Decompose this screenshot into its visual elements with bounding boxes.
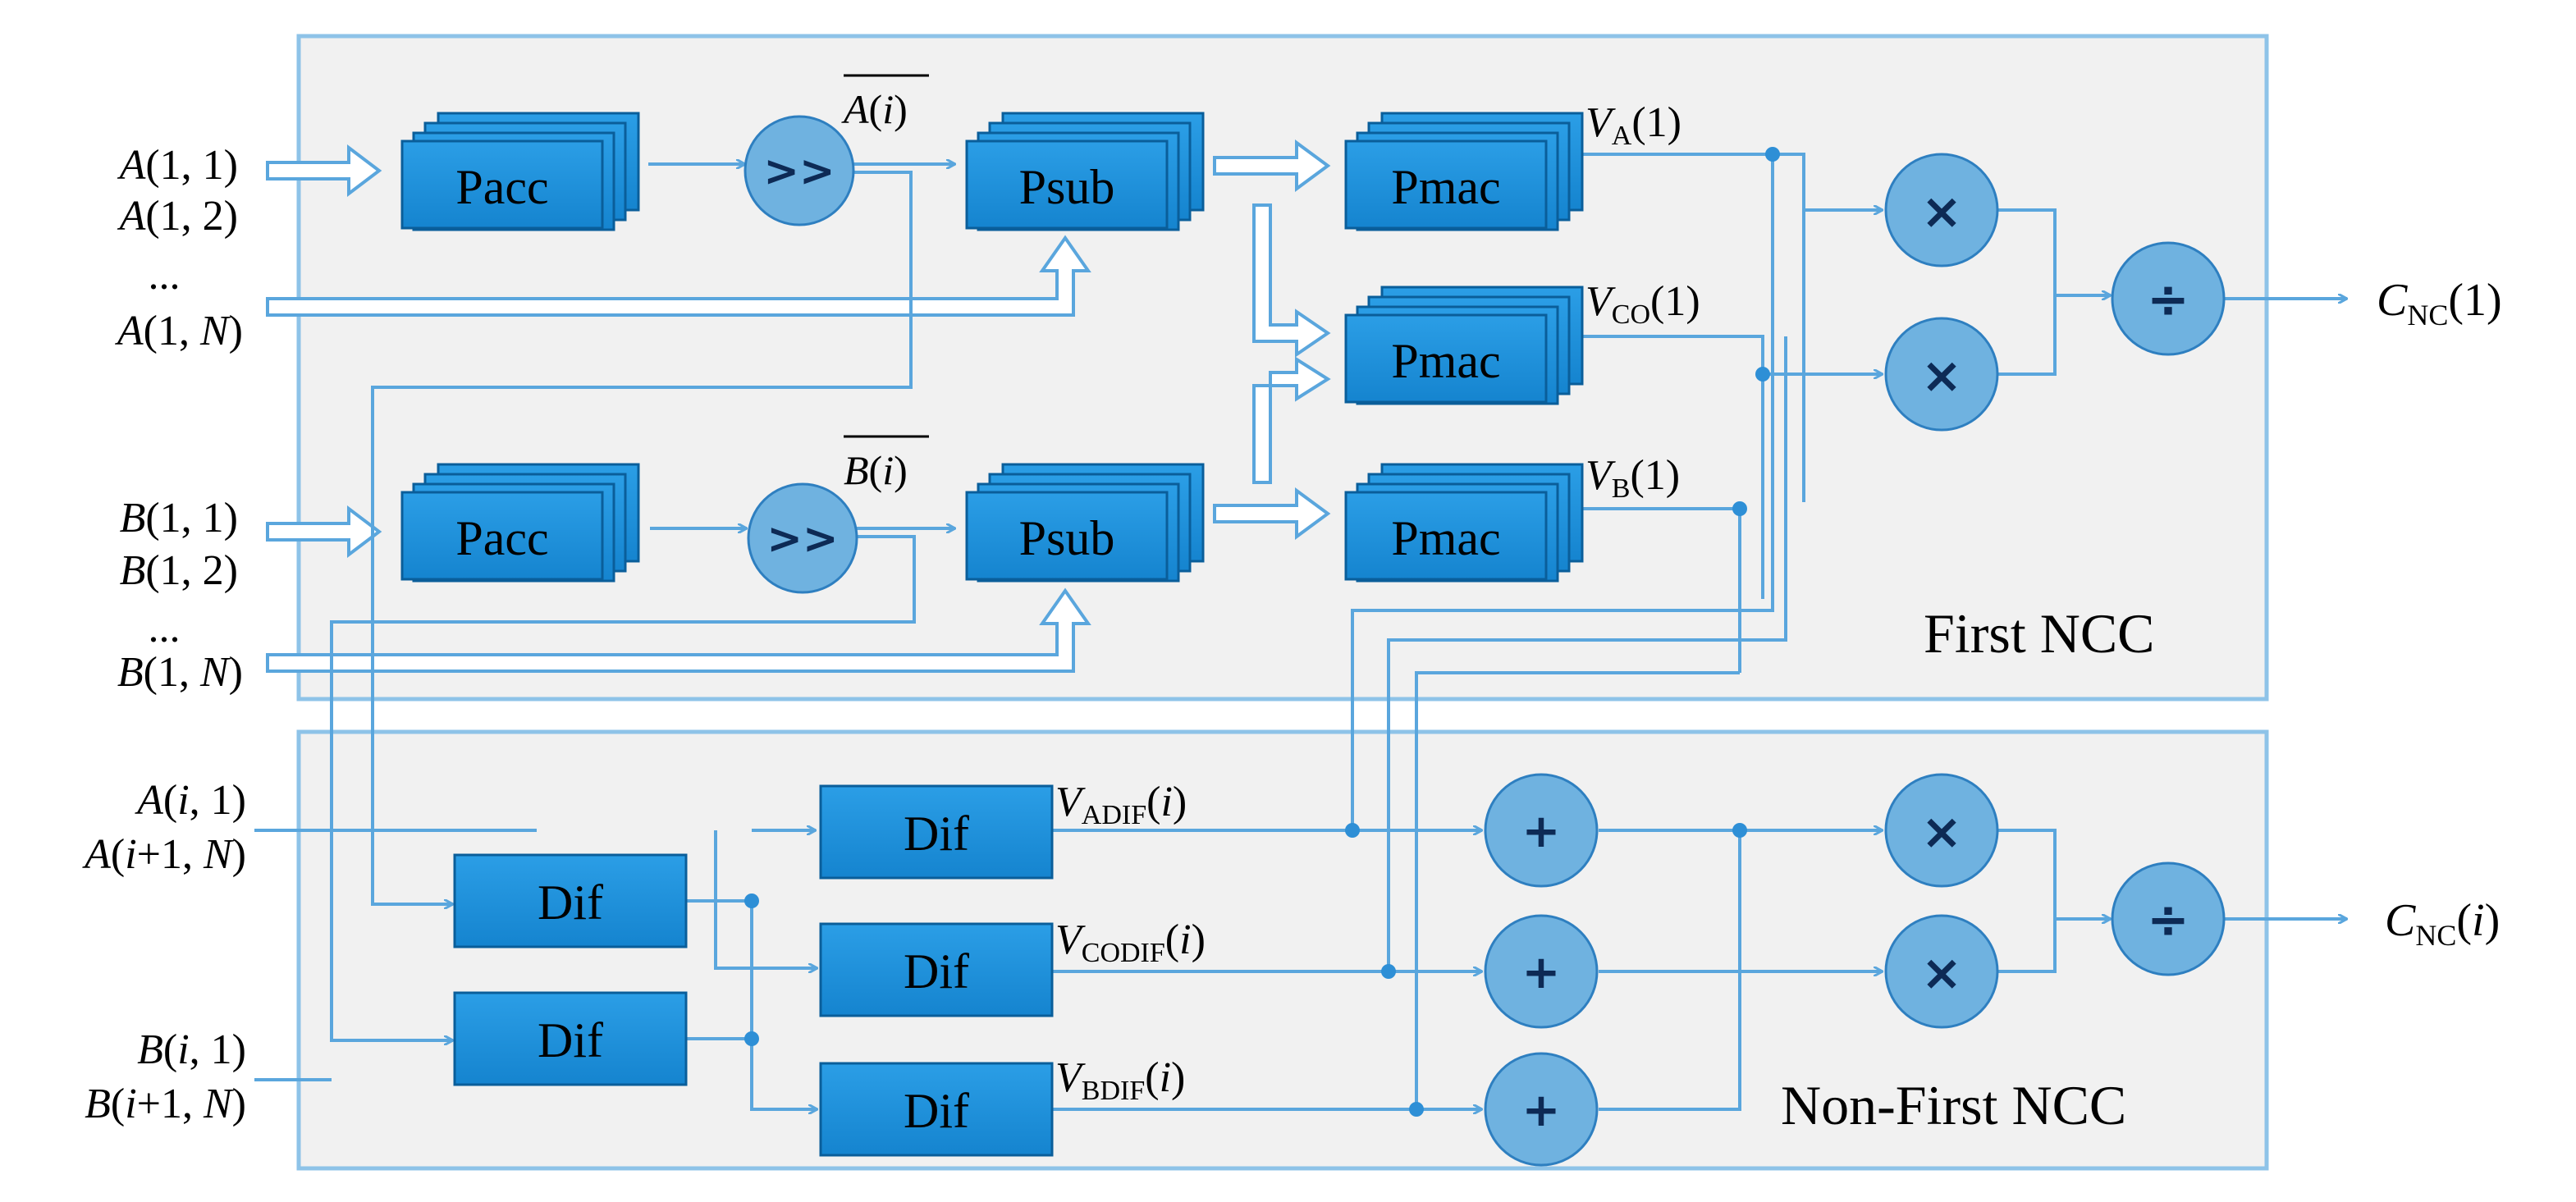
svg-text:VCODIF(i): VCODIF(i) bbox=[1055, 916, 1206, 968]
add-operator-3: + bbox=[1484, 1052, 1599, 1167]
svg-text:Dif: Dif bbox=[904, 1084, 969, 1138]
v-labels-nonfirst: VADIF(i) VCODIF(i) VBDIF(i) bbox=[1055, 779, 1206, 1106]
svg-text:×: × bbox=[1921, 944, 1962, 1002]
svg-text:A(i): A(i) bbox=[841, 86, 908, 132]
mean-a-label: A(i) bbox=[841, 74, 929, 132]
svg-text:A(i+1, N): A(i+1, N) bbox=[82, 831, 246, 878]
svg-text:VBDIF(i): VBDIF(i) bbox=[1055, 1054, 1185, 1106]
svg-text:VCO(1): VCO(1) bbox=[1585, 278, 1700, 330]
first-ncc-label: First NCC bbox=[1924, 602, 2155, 665]
svg-text:Pmac: Pmac bbox=[1391, 160, 1500, 214]
v-labels-first: VA(1) VCO(1) VB(1) bbox=[1585, 99, 1700, 504]
svg-text:VADIF(i): VADIF(i) bbox=[1055, 779, 1187, 830]
divide-operator-first: ÷ bbox=[2111, 241, 2226, 356]
svg-text:Dif: Dif bbox=[904, 944, 969, 999]
pacc-block-a: Pacc bbox=[400, 112, 640, 231]
svg-text:B(1, 1): B(1, 1) bbox=[120, 495, 238, 542]
svg-text:Dif: Dif bbox=[538, 875, 603, 930]
mean-b-label: B(i) bbox=[844, 435, 929, 493]
svg-text:B(i+1, N): B(i+1, N) bbox=[85, 1081, 246, 1127]
svg-text:CNC(1): CNC(1) bbox=[2377, 275, 2502, 331]
svg-text:×: × bbox=[1921, 347, 1962, 404]
svg-text:VA(1): VA(1) bbox=[1585, 99, 1681, 151]
svg-text:Dif: Dif bbox=[538, 1013, 603, 1067]
svg-text:B(i, 1): B(i, 1) bbox=[137, 1026, 246, 1073]
svg-text:Psub: Psub bbox=[1019, 160, 1115, 214]
input-labels-b: B(1, 1) B(1, 2) ... B(1, N) bbox=[117, 495, 243, 696]
svg-text:CNC(i): CNC(i) bbox=[2385, 895, 2500, 952]
svg-text:VB(1): VB(1) bbox=[1585, 452, 1680, 504]
svg-text:×: × bbox=[1921, 183, 1962, 240]
add-operator-2: + bbox=[1484, 914, 1599, 1029]
nonfirst-ncc-label: Non-First NCC bbox=[1781, 1074, 2126, 1136]
dif-block-a: Dif bbox=[453, 853, 688, 948]
multiply-operator-3: × bbox=[1884, 773, 1999, 888]
svg-text:+: + bbox=[1522, 1084, 1561, 1137]
pmac-block-co: Pmac bbox=[1344, 286, 1584, 405]
svg-text:Psub: Psub bbox=[1019, 511, 1115, 565]
svg-text:Pacc: Pacc bbox=[455, 160, 548, 214]
output-labels: CNC(1) CNC(i) bbox=[2377, 275, 2502, 952]
pacc-block-b: Pacc bbox=[400, 463, 640, 583]
svg-text:÷: ÷ bbox=[2147, 269, 2189, 329]
dif-block-codif: Dif bbox=[819, 922, 1054, 1017]
svg-text:Pmac: Pmac bbox=[1391, 334, 1500, 388]
pmac-block-a: Pmac bbox=[1344, 112, 1584, 231]
svg-text:>>: >> bbox=[766, 514, 838, 564]
shift-operator-a: >> bbox=[744, 115, 855, 226]
svg-text:A(i, 1): A(i, 1) bbox=[135, 777, 246, 824]
svg-text:Pacc: Pacc bbox=[455, 511, 548, 565]
svg-text:...: ... bbox=[149, 252, 181, 299]
multiply-operator-1: × bbox=[1884, 153, 1999, 267]
svg-text:Pmac: Pmac bbox=[1391, 511, 1500, 565]
multiply-operator-4: × bbox=[1884, 914, 1999, 1029]
svg-text:÷: ÷ bbox=[2147, 889, 2189, 949]
multiply-operator-2: × bbox=[1884, 317, 1999, 432]
svg-text:Dif: Dif bbox=[904, 807, 969, 861]
dif-block-bdif: Dif bbox=[819, 1062, 1054, 1157]
svg-text:B(1, N): B(1, N) bbox=[117, 649, 243, 696]
svg-text:...: ... bbox=[149, 605, 181, 651]
svg-text:+: + bbox=[1522, 805, 1561, 858]
dif-block-adif: Dif bbox=[819, 784, 1054, 880]
psub-block-b: Psub bbox=[965, 463, 1205, 583]
svg-text:A(1, 2): A(1, 2) bbox=[117, 193, 238, 240]
psub-block-a: Psub bbox=[965, 112, 1205, 231]
svg-text:×: × bbox=[1921, 803, 1962, 861]
svg-text:+: + bbox=[1522, 946, 1561, 999]
shift-operator-b: >> bbox=[747, 482, 858, 594]
dif-block-b: Dif bbox=[453, 991, 688, 1086]
add-operator-1: + bbox=[1484, 773, 1599, 888]
input-labels-a: A(1, 1) A(1, 2) ... A(1, N) bbox=[115, 142, 243, 354]
svg-text:>>: >> bbox=[763, 147, 835, 196]
junctions bbox=[744, 147, 1780, 1117]
svg-text:A(1, N): A(1, N) bbox=[115, 308, 243, 354]
svg-text:A(1, 1): A(1, 1) bbox=[117, 142, 238, 189]
divide-operator-nonfirst: ÷ bbox=[2111, 862, 2226, 976]
nonfirst-input-labels: A(i, 1) A(i+1, N) B(i, 1) B(i+1, N) bbox=[82, 777, 246, 1127]
svg-text:B(i): B(i) bbox=[844, 447, 908, 493]
bus-arrows bbox=[266, 139, 1331, 673]
pmac-block-b: Pmac bbox=[1344, 463, 1584, 583]
svg-text:B(1, 2): B(1, 2) bbox=[120, 547, 238, 594]
